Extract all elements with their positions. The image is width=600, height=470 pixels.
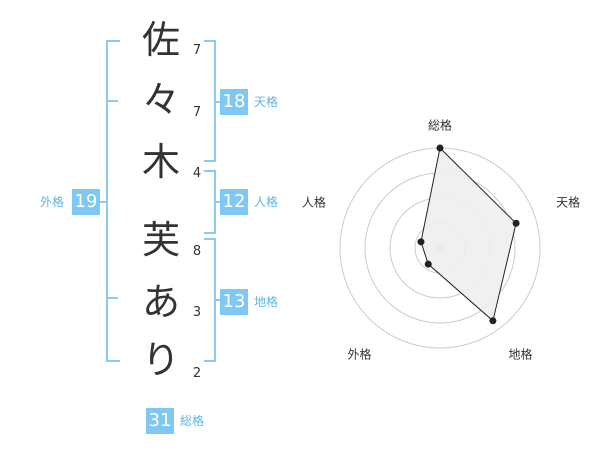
gaikaku-value-badge: 19 [72,189,100,215]
gaikaku-connector [100,201,106,203]
gaikaku-inner-tick-2 [106,297,118,299]
soukaku-value-badge: 31 [146,408,174,434]
jinkaku-value-badge: 12 [220,189,248,215]
gaikaku-label: 外格 [40,195,65,209]
name-char-5: あ [141,280,180,324]
chikaku-connector [214,299,220,301]
radar-point-2 [512,219,520,227]
radar-series-polygon [420,146,517,322]
radar-point-3 [489,317,497,325]
name-char-6: り [141,338,180,382]
radar-axis-label-2: 天格 [556,194,580,209]
radar-point-5 [417,238,425,246]
radar-axis-label-4: 外格 [347,347,371,362]
tenkaku-connector [214,101,220,103]
name-char-2: 々 [141,78,180,122]
chikaku-label: 地格 [254,295,279,309]
tenkaku-value-badge: 18 [220,89,248,115]
stroke-count-1: 7 [192,43,202,58]
stroke-count-3: 4 [192,166,202,181]
stroke-count-4: 8 [192,244,202,259]
radar-axis-label-1: 総格 [428,118,452,133]
jinkaku-label: 人格 [254,195,279,209]
gaikaku-bracket [106,40,120,362]
radar-axis-label-5: 人格 [302,194,326,209]
tenkaku-label: 天格 [254,95,279,109]
stroke-count-5: 3 [192,305,202,320]
chikaku-value-badge: 13 [220,289,248,315]
radar-point-1 [436,144,444,152]
name-char-3: 木 [141,140,180,184]
radar-axis-label-3: 地格 [509,347,533,362]
name-char-4: 芙 [141,218,180,262]
stroke-count-2: 7 [192,105,202,120]
stroke-count-6: 2 [192,366,202,381]
name-char-1: 佐 [141,18,180,62]
radar-point-4 [424,260,432,268]
gaikaku-inner-tick-1 [106,100,118,102]
jinkaku-connector [214,201,220,203]
soukaku-label: 総格 [180,414,205,428]
